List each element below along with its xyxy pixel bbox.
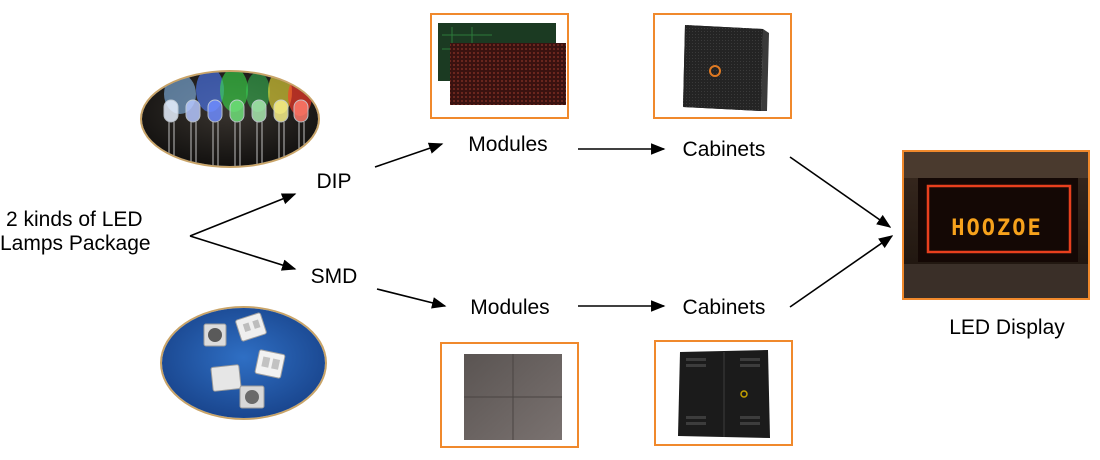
dip-modules-label: Modules — [468, 133, 548, 156]
arrow-smd-cabinets-to-display — [789, 235, 894, 308]
arrow-dip-to-modules — [374, 142, 444, 168]
source-label: 2 kinds of LED Lamps Package — [0, 208, 180, 256]
led-display-screen-text: HOOZOE — [951, 216, 1043, 241]
smd-module-image — [440, 342, 579, 448]
arrow-smd-to-modules — [376, 288, 447, 309]
arrow-source-to-dip — [189, 193, 297, 237]
led-display-image: HOOZOE — [902, 150, 1090, 300]
dip-module-image — [430, 13, 569, 119]
arrow-dip-cabinets-to-display — [789, 156, 892, 228]
smd-led-lamps-photo — [160, 306, 327, 420]
dip-cabinets-label: Cabinets — [682, 138, 766, 161]
smd-modules-label: Modules — [470, 296, 550, 319]
led-display-label: LED Display — [949, 316, 1065, 339]
source-label-line1: 2 kinds of LED — [6, 208, 143, 231]
arrow-source-to-smd — [189, 235, 297, 271]
smd-cabinets-label: Cabinets — [682, 296, 766, 319]
dip-cabinet-image — [653, 13, 792, 119]
dip-label: DIP — [316, 170, 352, 193]
source-label-line2: Lamps Package — [0, 232, 151, 255]
smd-cabinet-image — [654, 340, 793, 446]
smd-label: SMD — [310, 265, 358, 288]
dip-led-lamps-photo — [140, 70, 320, 168]
